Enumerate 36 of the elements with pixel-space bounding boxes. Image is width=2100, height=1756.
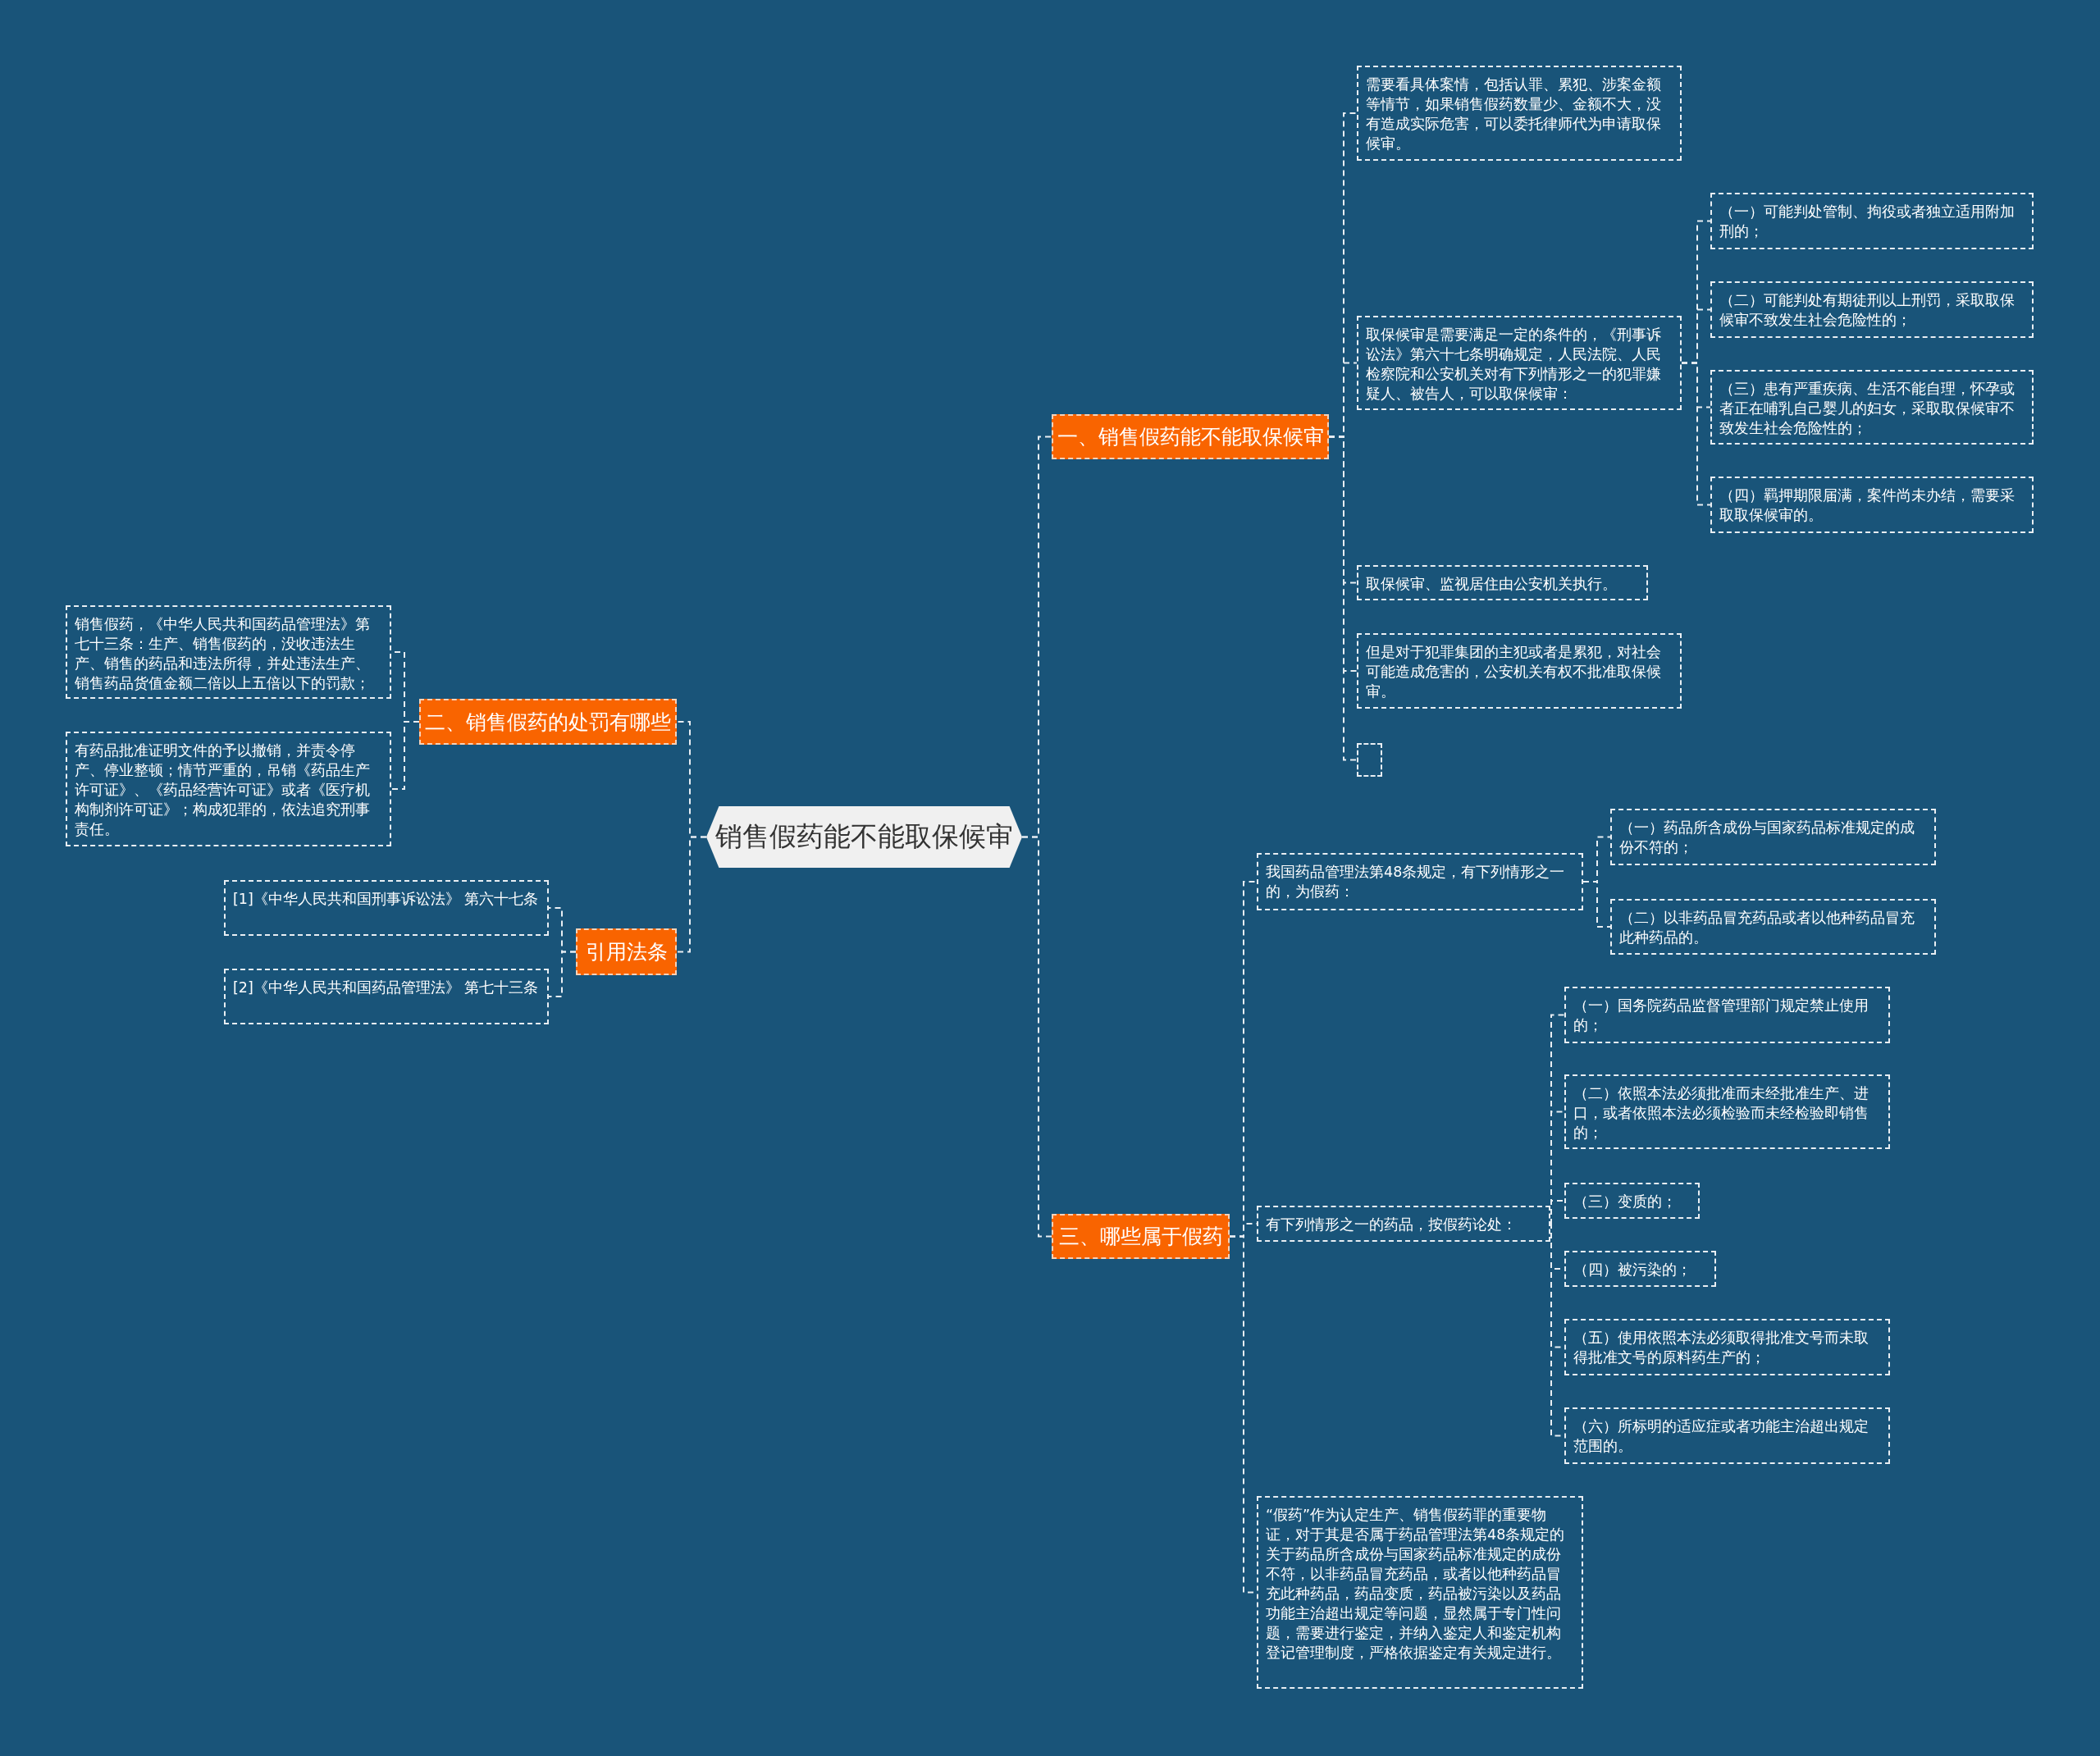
- note-box: 销售假药，《中华人民共和国药品管理法》第七十三条：生产、销售假药的，没收违法生产、销售的药品和违法所得，并处违法生产、销售药品货值金额二倍以上五倍以下的罚款；: [66, 605, 391, 699]
- connector-line: [1328, 436, 1358, 761]
- note-box: （二）以非药品冒充药品或者以他种药品冒充此种药品的。: [1610, 899, 1936, 955]
- connector-line: [1582, 881, 1611, 928]
- note-box: （二）依照本法必须批准而未经批准生产、进口，或者依照本法必须检验而未经检验即销售的；: [1564, 1074, 1890, 1149]
- note-box: 但是对于犯罪集团的主犯或者是累犯，对社会可能造成危害的，公安机关有权不批准取保候审。: [1357, 633, 1682, 709]
- note-box: 取保候审是需要满足一定的条件的，《刑事诉讼法》第六十七条明确规定，人民法院、人民检察院和公安机关对有下列情形之一的犯罪嫌疑人、被告人，可以取保候审：: [1357, 316, 1682, 410]
- connector-line: [390, 721, 420, 790]
- note-box: 我国药品管理法第48条规定，有下列情形之一的，为假药：: [1257, 853, 1583, 910]
- note-box: （一）国务院药品监督管理部门规定禁止使用的；: [1564, 987, 1890, 1043]
- note-box: （三）变质的；: [1564, 1183, 1700, 1219]
- note-box: 有药品批准证明文件的予以撤销，并责令停产、停业整顿；情节严重的，吊销《药品生产许可证》、《药品经营许可证》或者《医疗机构制剂许可证》；构成犯罪的，依法追究刑事责任。: [66, 732, 391, 846]
- connector-line: [676, 836, 707, 953]
- note-box: 取保候审、监视居住由公安机关执行。: [1357, 565, 1648, 600]
- note-box: 有下列情形之一的药品，按假药论处：: [1257, 1206, 1550, 1242]
- note-box: （四）羁押期限届满，案件尚未办结，需要采取取保候审的。: [1710, 477, 2034, 533]
- note-box: [1]《中华人民共和国刑事诉讼法》 第六十七条: [224, 880, 549, 936]
- note-box: [2]《中华人民共和国药品管理法》 第七十三条: [224, 969, 549, 1024]
- topic-box: 二、销售假药的处罚有哪些: [419, 699, 677, 745]
- topic-box: 三、哪些属于假药: [1052, 1214, 1230, 1259]
- note-box: （二）可能判处有期徒刑以上刑罚，采取取保候审不致发生社会危险性的；: [1710, 281, 2034, 338]
- topic-box: 一、销售假药能不能取保候审: [1052, 414, 1329, 459]
- note-box: （一）可能判处管制、拘役或者独立适用附加刑的；: [1710, 193, 2034, 249]
- topic-box: 引用法条: [576, 928, 677, 975]
- connector-line: [1021, 836, 1052, 1238]
- note-box: 需要看具体案情，包括认罪、累犯、涉案金额等情节，如果销售假药数量少、金额不大，没有造成实际危害，可以委托律师代为申请取保候审。: [1357, 66, 1682, 161]
- empty-box: [1357, 743, 1382, 777]
- note-box: （四）被污染的；: [1564, 1251, 1716, 1287]
- connector-line: [1550, 1200, 1565, 1225]
- note-box: （三）患有严重疾病、生活不能自理，怀孕或者正在哺乳自己婴儿的妇女，采取取保候审不致发生社会危险性的；: [1710, 370, 2034, 445]
- connector-line: [1681, 362, 1711, 506]
- note-box: （五）使用依照本法必须取得批准文号而未取得批准文号的原料药生产的；: [1564, 1319, 1890, 1375]
- note-box: “假药”作为认定生产、销售假药罪的重要物证，对于其是否属于药品管理法第48条规定的关于药品所含成份与国家药品标准规定的成份不符，以非药品冒充药品，或者以他种药品冒充此种药品，药品变质，药品被污染以及药品功能主治超出规定等问题，显然属于专门性问题，需要进行鉴定，并纳入鉴定人和鉴定机构登记管理制度，严格依据鉴定有关规定进行。: [1257, 1496, 1583, 1689]
- note-box: （六）所标明的适应症或者功能主治超出规定范围的。: [1564, 1407, 1890, 1464]
- connector-line: [548, 951, 577, 997]
- note-box: （一）药品所含成份与国家药品标准规定的成份不符的；: [1610, 809, 1936, 865]
